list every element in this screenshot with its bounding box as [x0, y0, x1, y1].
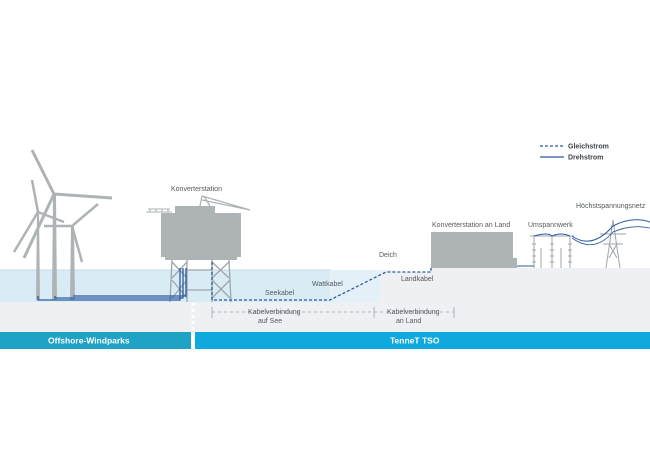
span-marker-land [374, 307, 455, 318]
transmission-pylon-icon [600, 219, 626, 269]
label-seekabel: Seekabel [265, 290, 295, 297]
legend: Gleichstrom Drehstrom [540, 144, 609, 162]
band-offshore-windparks [0, 332, 191, 349]
label-span-land-1: Kabelverbindung [387, 309, 440, 316]
wind-turbine-icon [12, 179, 65, 300]
onshore-converter-station [431, 232, 517, 268]
legend-dc-label: Gleichstrom [568, 144, 609, 151]
label-span-see-1: Kabelverbindung [248, 309, 301, 316]
label-landkabel: Landkabel [401, 276, 434, 283]
sea-water [0, 270, 330, 302]
ac-overhead-line [571, 219, 650, 242]
label-converter-offshore: Konverterstation [171, 186, 222, 193]
ac-cable-offshore [37, 268, 187, 301]
label-span-land-2: an Land [396, 318, 421, 325]
wind-turbine-icon [44, 203, 99, 300]
substation-icon [530, 235, 574, 268]
label-converter-land: Konverterstation an Land [432, 222, 510, 229]
ac-overhead-line [571, 226, 650, 246]
dc-cable [211, 262, 432, 301]
wind-turbine-icon [22, 149, 113, 300]
band-tennet-tso [195, 332, 650, 349]
label-hoechstspannungsnetz: Höchstspannungsnetz [576, 203, 646, 210]
seabed-ground [0, 302, 650, 332]
ac-line-substation [533, 233, 571, 237]
band-right-label: TenneT TSO [390, 336, 440, 346]
label-umspannwerk: Umspannwerk [528, 222, 573, 229]
wadden-water [330, 270, 380, 302]
label-span-see-2: auf See [258, 318, 282, 325]
band-left-label: Offshore-Windparks [48, 336, 130, 346]
offshore-converter-platform [146, 195, 251, 303]
label-deich: Deich [379, 252, 397, 259]
legend-ac-label: Drehstrom [568, 155, 603, 162]
label-wattkabel: Wattkabel [312, 281, 343, 288]
span-marker-sea [211, 307, 375, 318]
